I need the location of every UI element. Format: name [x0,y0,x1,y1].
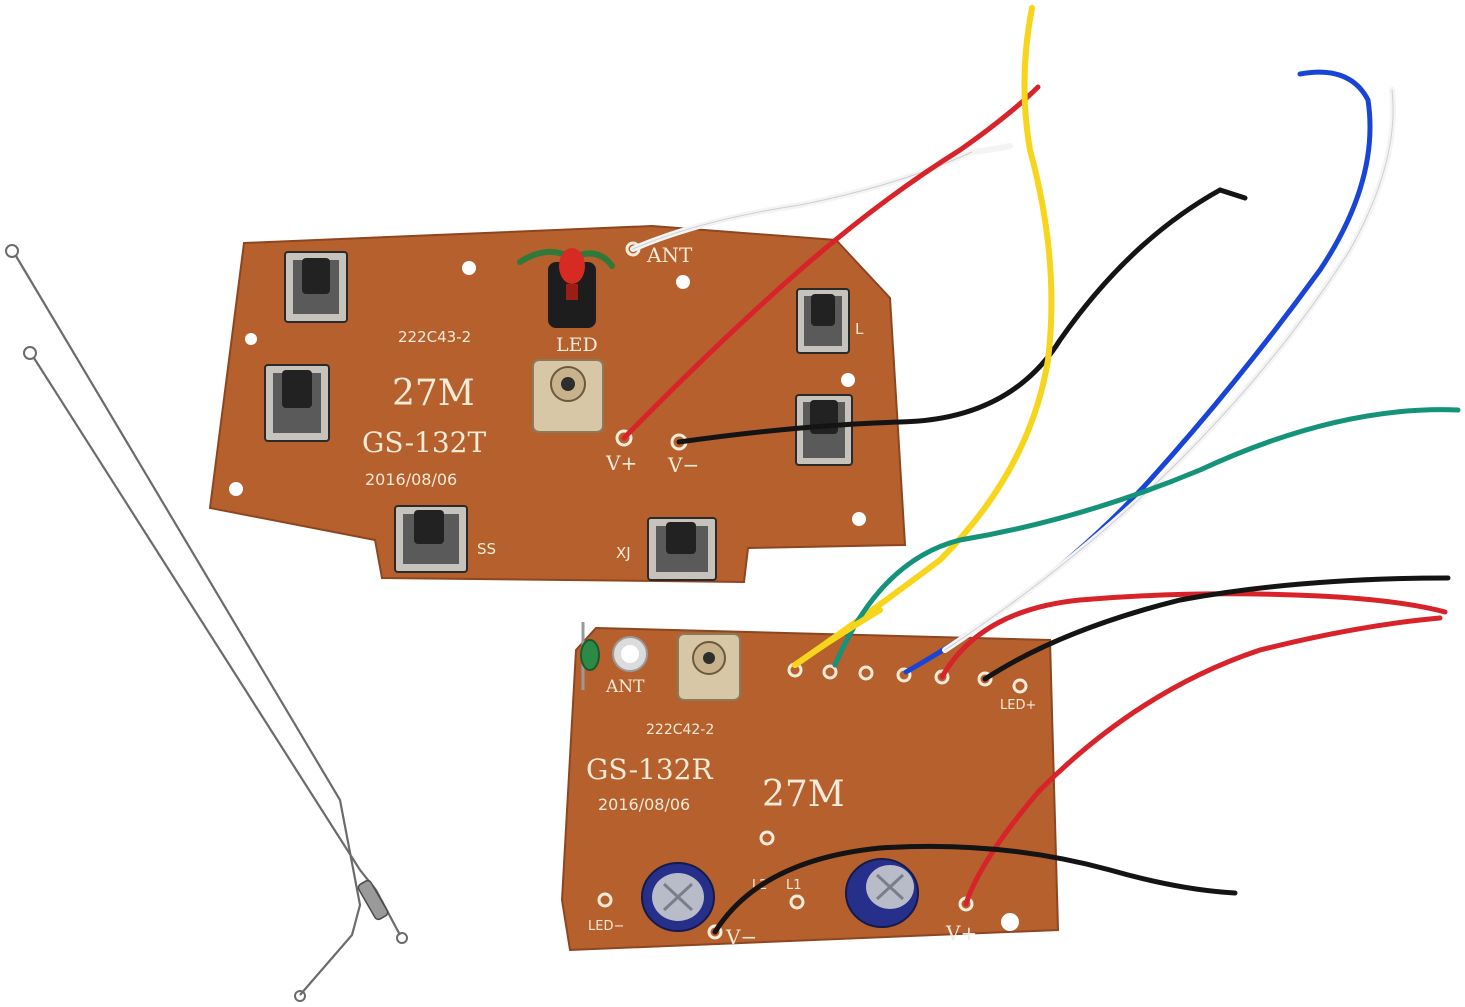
rx-frequency: 27M [762,774,845,815]
wire-tx-black [676,187,1248,445]
wire-rx-red-1 [939,591,1448,680]
receiver-ant-ring [612,636,648,672]
wire-rx-green [832,407,1461,668]
receiver-board: ANT 222C42-2 GS-132R 2016/08/06 27M LED+… [560,622,1060,952]
rx-date: 2016/08/06 [598,795,690,814]
wire-rx-white [942,87,1397,653]
wire-rx-white-outline [944,89,1394,651]
antenna-wires [5,244,408,1002]
transmitter-coil [532,359,604,433]
tx-part-code: 222C43-2 [398,328,471,346]
rx-ant-label: ANT [605,677,645,697]
receiver-pads [597,662,1028,940]
tx-v-plus-label: V+ [605,451,637,475]
capacitor-right [845,858,919,928]
antenna-spring [357,879,389,921]
tx-ant-label: ANT [646,243,693,267]
wire-rx-black-1 [982,575,1451,682]
receiver-coil [677,633,741,701]
rx-led-minus-label: LED− [588,919,624,934]
rx-led-plus-label: LED+ [1000,698,1036,713]
wire-rx-red-2 [963,615,1443,907]
button-ss [394,505,468,573]
tx-led-label: LED [556,334,598,356]
button-mid-left [264,364,330,442]
tx-model: GS-132T [362,426,486,459]
wire-rx-yellow-end [792,607,883,668]
rx-l1-label: L1 [786,878,802,893]
button-top-left [284,251,348,323]
button-xj [647,517,717,581]
capacitor-left [641,862,715,932]
tx-v-minus-label: V− [667,453,699,477]
wire-tx-yellow [792,5,1055,668]
antenna-wire-1 [5,244,362,1002]
rx-model: GS-132R [586,753,713,786]
mounting-holes [229,261,866,526]
transmitter-led [517,248,615,328]
tx-date: 2016/08/06 [365,470,457,489]
antenna-wire-2 [23,346,408,944]
wires [621,5,1461,935]
transmitter-board: ANT LED 222C43-2 27M GS-132T 2016/08/06 … [208,224,907,584]
receiver-inductor [580,622,600,690]
tx-xj-label: XJ [616,544,631,562]
pad-v-plus [615,429,633,447]
rx-part-code: 222C42-2 [646,722,714,738]
tx-ss-label: SS [477,540,496,558]
wire-tx-red [621,84,1041,441]
receiver-hole [1001,913,1019,931]
wire-rx-black-2 [712,843,1238,935]
rx-v-plus-label: V+ [945,921,977,945]
tx-frequency: 27M [392,373,475,414]
button-top-right [796,288,850,354]
rx-v-minus-label: V− [725,925,757,949]
tx-l-label: L [855,320,864,338]
